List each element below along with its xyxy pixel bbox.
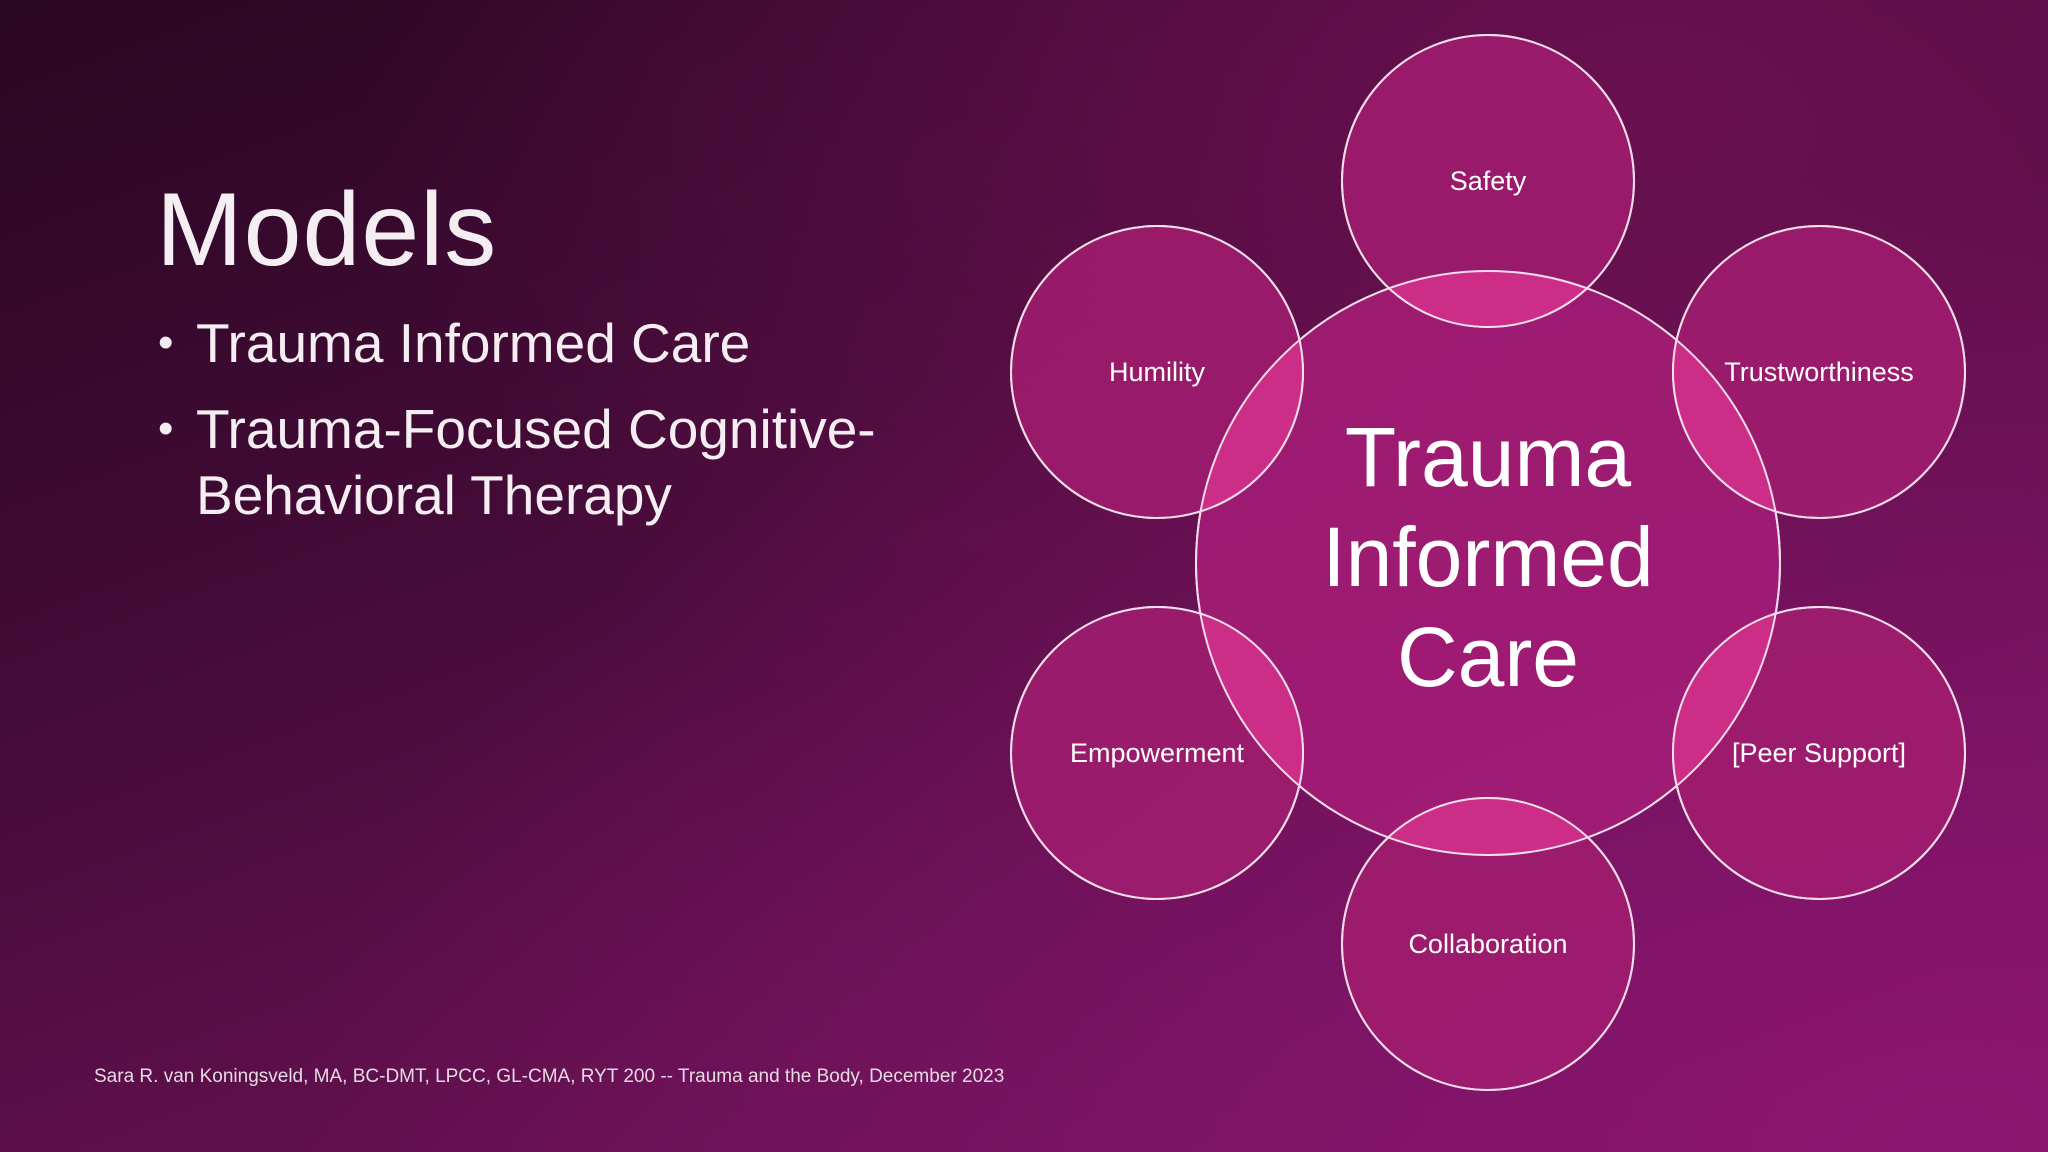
- node-label-safety: Safety: [1450, 166, 1527, 196]
- outline-safety: [1341, 34, 1635, 328]
- slide-title: Models: [156, 171, 498, 288]
- node-label-collaboration: Collaboration: [1408, 929, 1567, 959]
- node-label-peer-support: [Peer Support]: [1732, 738, 1906, 768]
- bullet-text: Trauma-Focused Cognitive-Behavioral Ther…: [196, 398, 876, 526]
- node-label-empowerment: Empowerment: [1070, 738, 1245, 768]
- node-label-trustworthiness: Trustworthiness: [1724, 357, 1914, 387]
- bullet-text: Trauma Informed Care: [196, 312, 751, 374]
- center-label-line-2: Informed: [1322, 510, 1654, 604]
- bullet-item: • Trauma-Focused Cognitive-Behavioral Th…: [156, 396, 956, 528]
- outline-peer-support: [1672, 606, 1966, 900]
- outline-trustworthiness: [1672, 225, 1966, 519]
- outline-humility: [1010, 225, 1304, 519]
- node-label-humility: Humility: [1109, 357, 1206, 387]
- bullet-list: • Trauma Informed Care • Trauma-Focused …: [156, 310, 956, 548]
- center-label-line-1: Trauma: [1345, 410, 1632, 504]
- bullet-item: • Trauma Informed Care: [156, 310, 956, 376]
- outline-center: [1195, 270, 1781, 856]
- bullet-symbol: •: [158, 318, 174, 367]
- footer-credit: Sara R. van Koningsveld, MA, BC-DMT, LPC…: [94, 1066, 1005, 1087]
- outline-empowerment: [1010, 606, 1304, 900]
- outline-collaboration: [1341, 797, 1635, 1091]
- circle-outlines: [1010, 34, 1966, 1091]
- bullet-symbol: •: [158, 404, 174, 453]
- center-label-line-3: Care: [1397, 610, 1579, 704]
